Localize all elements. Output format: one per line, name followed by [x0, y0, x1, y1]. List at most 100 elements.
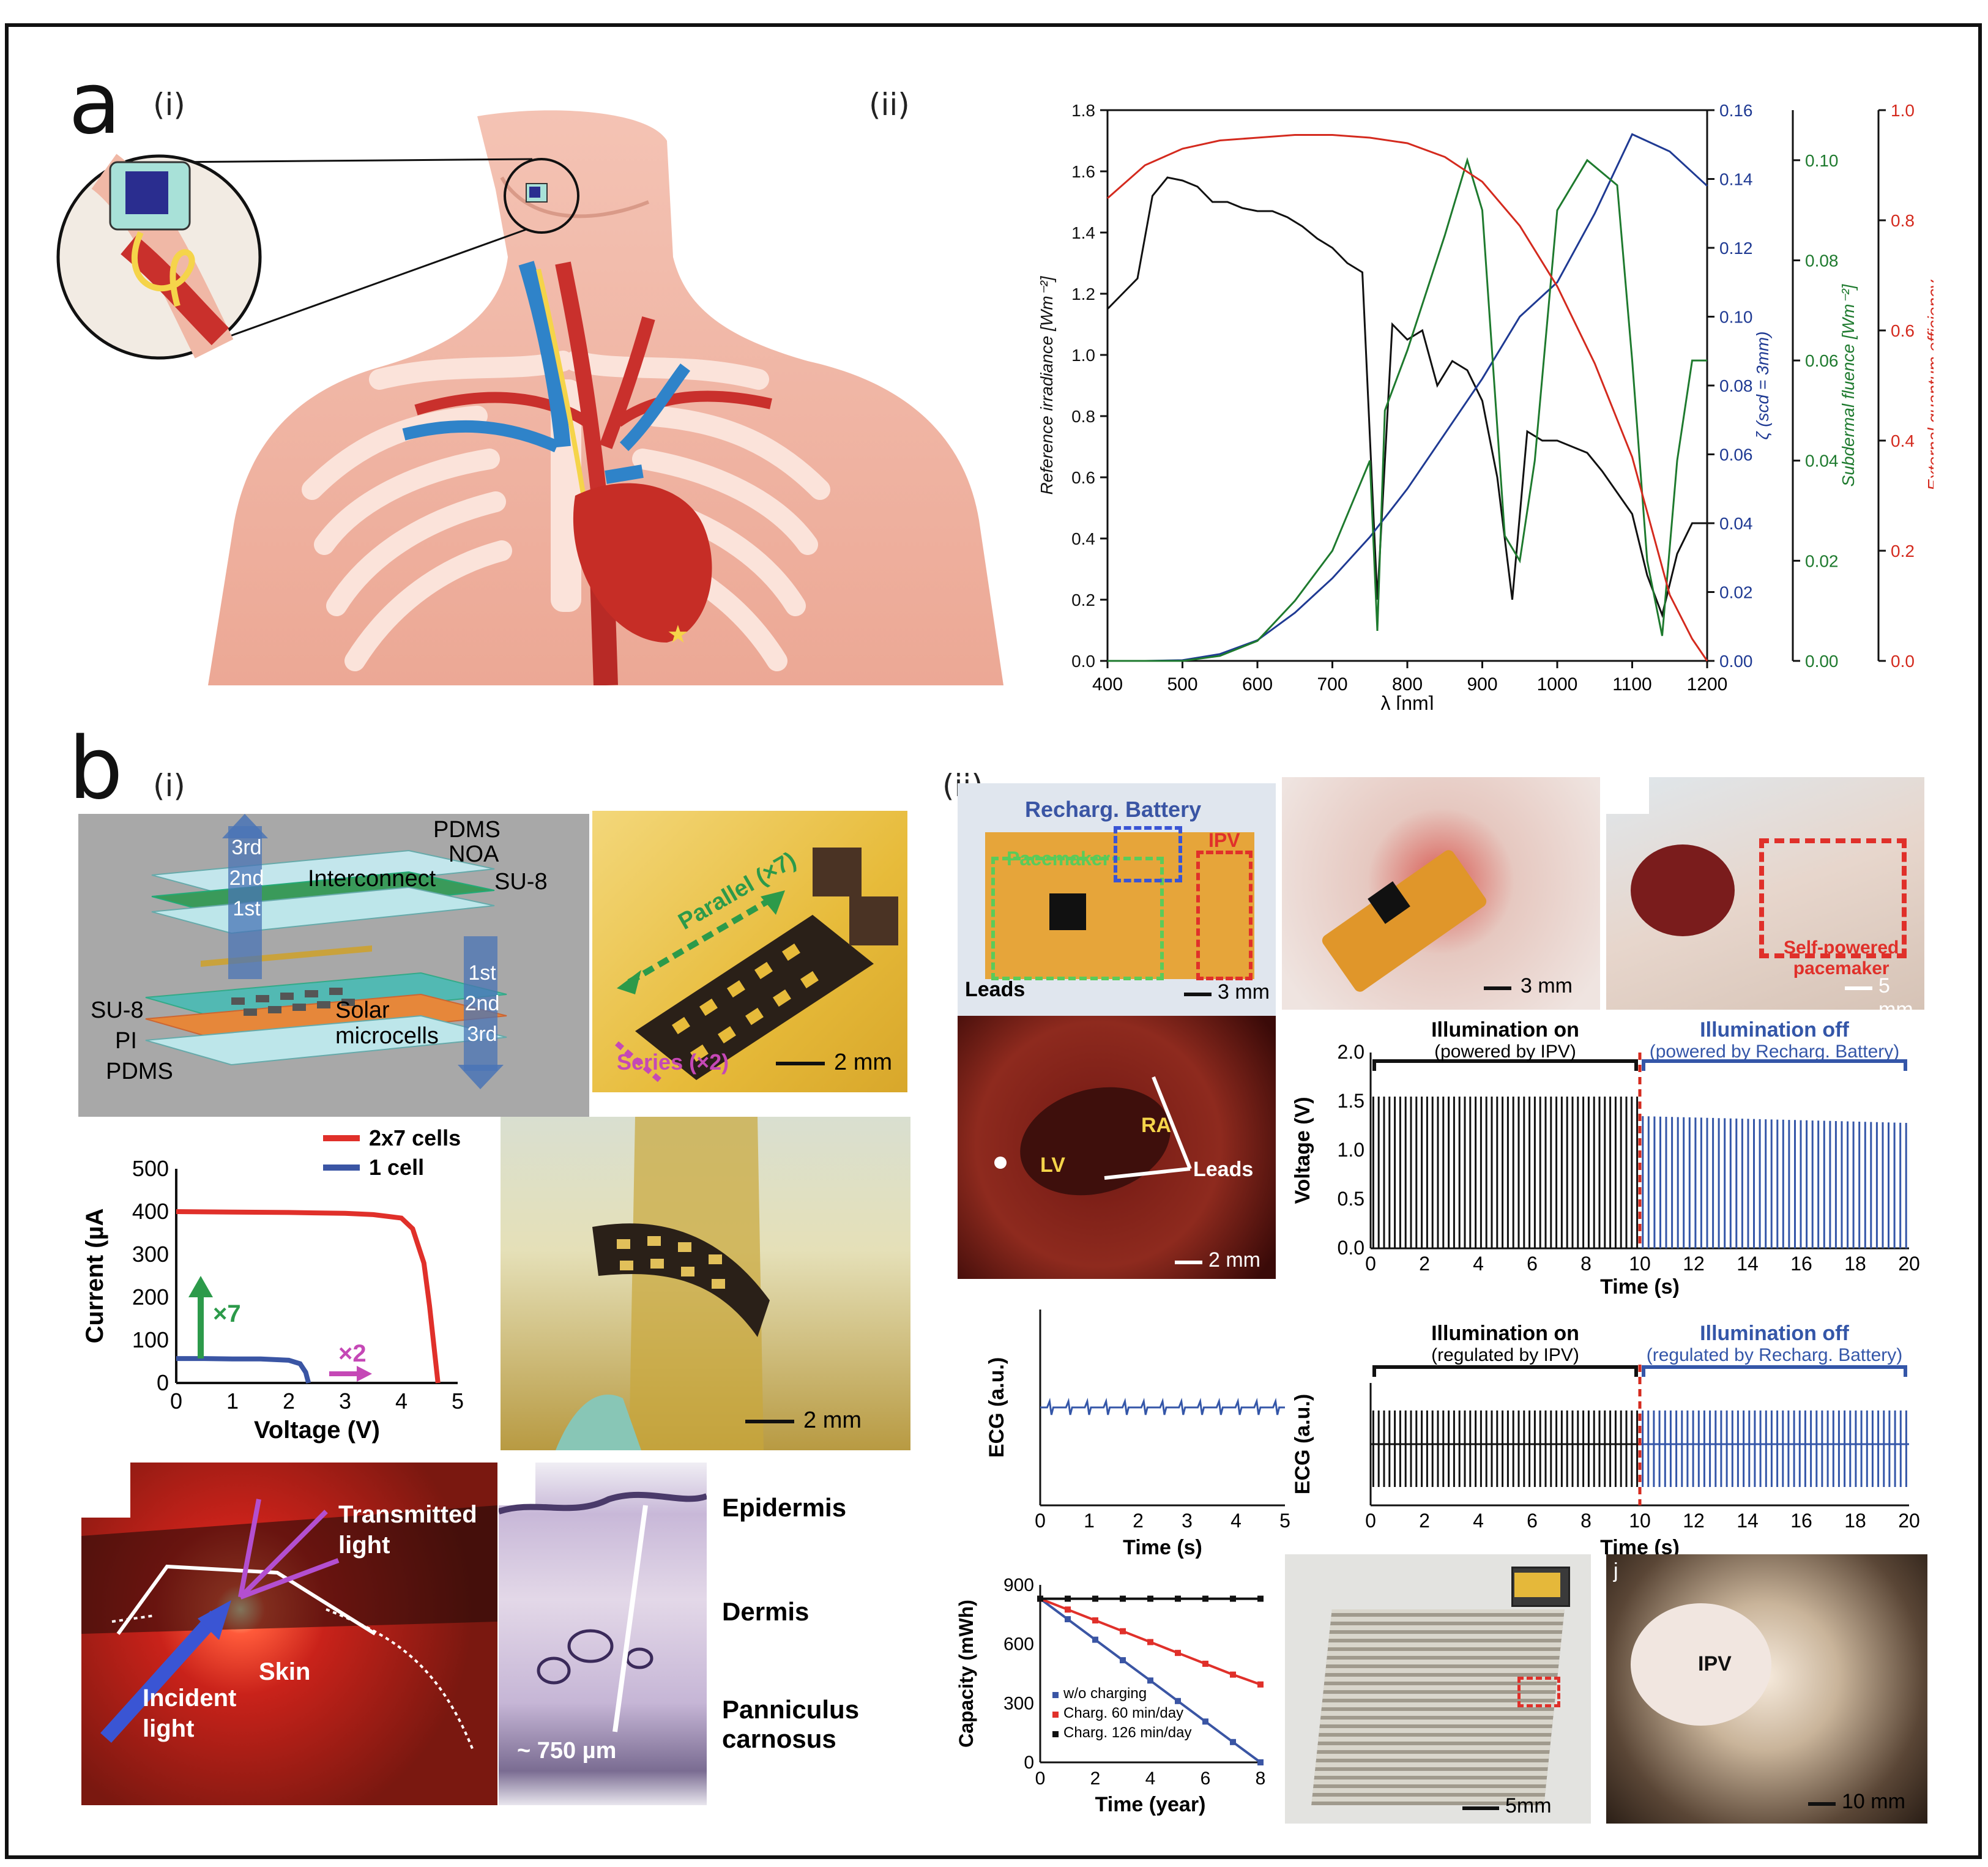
cap-marker: [1092, 1595, 1098, 1602]
volt-label-off: Illumination off: [1700, 1018, 1849, 1042]
skin-light-photo: Transmitted light Skin Incident light: [81, 1463, 497, 1805]
ecg2-x-tick-label: 6: [1527, 1510, 1538, 1532]
spectrum-y-tick-label: 1.0: [1071, 346, 1095, 365]
ecg2-x-tick-label: 0: [1365, 1510, 1376, 1532]
ecg1-x-label: Time (s): [1123, 1536, 1202, 1559]
volt-trace: [1642, 1116, 1907, 1248]
panel-b-sub-i: (i): [153, 768, 185, 803]
cap-marker: [1202, 1718, 1208, 1725]
ecg1-trace: [1040, 1398, 1285, 1415]
ecg2-x-tick-label: 20: [1898, 1510, 1920, 1532]
iv-x2-arrowhead: [357, 1366, 372, 1382]
label-skin: Skin: [259, 1658, 311, 1685]
circuit-scale-bar: [1184, 993, 1212, 996]
ecg2-x-tick-label: 8: [1580, 1510, 1592, 1532]
spectrum-y-tick-label: 1.4: [1071, 223, 1095, 242]
spectrum-x-tick-label: 1200: [1687, 674, 1728, 695]
volt-y-tick-label: 2.0: [1338, 1041, 1364, 1063]
iv-y-tick-label: 400: [132, 1199, 169, 1224]
ecg2-trace: [1642, 1410, 1907, 1487]
iv-y-tick-label: 100: [132, 1327, 169, 1352]
spectrum-series-line: [1107, 134, 1708, 661]
pacemaker-label: Pacemaker: [1007, 848, 1111, 870]
ra-label: RA: [1141, 1114, 1172, 1137]
spectrum-y-tick-label: 0.2: [1891, 542, 1915, 561]
spectrum-y-tick-label: 0.04: [1719, 514, 1753, 533]
iv-x2-label: ×2: [338, 1340, 367, 1367]
label-incident: Incident: [143, 1685, 237, 1712]
volt-y-tick-label: 0.5: [1338, 1188, 1364, 1210]
iv-y-label: Current (µA: [81, 1209, 108, 1344]
heart-scale-bar: [1175, 1261, 1202, 1264]
self-powered-label: Self-powered: [1784, 937, 1899, 958]
ecg2-bracket: [1642, 1365, 1907, 1377]
cap-marker: [1230, 1671, 1236, 1678]
panel-b-letter: b: [69, 719, 123, 819]
volt-x-tick-label: 4: [1473, 1253, 1484, 1275]
spectrum-y-tick-label: 0.04: [1805, 452, 1839, 471]
mouse-scale-label: 10 mm: [1842, 1790, 1905, 1813]
ecg2-x-tick-label: 2: [1419, 1510, 1430, 1532]
spectrum-y-tick-label: 0.2: [1071, 591, 1095, 609]
label-transmitted: Transmitted: [338, 1501, 477, 1528]
cap-marker: [1037, 1595, 1043, 1602]
cap-marker: [1065, 1606, 1071, 1613]
spectrum-y-tick-label: 0.4: [1071, 529, 1095, 548]
array-scale-bar: [1462, 1806, 1499, 1810]
spectrum-y-tick-label: 0.02: [1719, 583, 1753, 602]
iv-legend-label: 2x7 cells: [369, 1125, 461, 1150]
circuit-scale-label: 3 mm: [1218, 980, 1270, 1004]
label-panniculus: Panniculus: [722, 1695, 860, 1724]
stack-left-3rd: 3rd: [231, 836, 262, 859]
cap-legend-swatch: [1052, 1692, 1059, 1698]
cap-x-tick-label: 8: [1256, 1768, 1266, 1789]
cap-marker: [1175, 1697, 1181, 1704]
cap-y-label: Capacity (mWh): [955, 1600, 977, 1748]
volt-x-tick-label: 0: [1365, 1253, 1376, 1275]
stack-left-1st: 1st: [233, 897, 261, 920]
panel-a-sub-i: (i): [153, 87, 185, 122]
series-label: Series (×2): [617, 1049, 729, 1075]
spectrum-y-axis-label: ζ (scd = 3mm): [1753, 331, 1772, 439]
spectrum-y-tick-label: 0.4: [1891, 431, 1915, 450]
bent-scale-bar: [745, 1420, 794, 1423]
device-scale-label: 2 mm: [834, 1049, 892, 1075]
ecg2-label-on: Illumination on: [1431, 1322, 1579, 1345]
cap-legend-label: w/o charging: [1063, 1685, 1147, 1702]
stack-right-3rd: 3rd: [467, 1023, 497, 1046]
iv-x7-arrowhead: [188, 1276, 213, 1297]
label-transmitted-light: light: [338, 1532, 390, 1559]
label-interconnect: Interconnect: [308, 866, 436, 892]
bent-device-photo: 2 mm: [501, 1117, 910, 1450]
cap-marker: [1065, 1616, 1071, 1623]
volt-x-tick-label: 2: [1419, 1253, 1430, 1275]
spectrum-y-tick-label: 0.0: [1891, 652, 1915, 671]
cap-legend-label: Charg. 126 min/day: [1063, 1724, 1191, 1741]
lv-label: LV: [1040, 1153, 1065, 1177]
volt-y-label: Voltage (V): [1291, 1097, 1314, 1204]
volt-bracket: [1642, 1059, 1907, 1071]
volt-x-tick-label: 16: [1790, 1253, 1812, 1275]
iv-x-tick-label: 3: [339, 1388, 351, 1414]
cap-x-tick-label: 2: [1090, 1768, 1101, 1789]
cap-marker: [1092, 1636, 1098, 1643]
device-photo: Parallel (×7) Series (×2) 2 mm: [592, 811, 907, 1092]
iv-y-tick-label: 500: [132, 1156, 169, 1181]
spectrum-y-tick-label: 0.8: [1891, 211, 1915, 230]
label-pi: PI: [115, 1028, 137, 1054]
panel-a-letter: a: [69, 54, 121, 154]
volt-x-tick-label: 8: [1580, 1253, 1592, 1275]
label-pdms-top: PDMS: [433, 817, 501, 843]
mouse-photo: j IPV 10 mm: [1606, 1554, 1927, 1824]
implant-photo: 3 mm: [1282, 777, 1600, 1010]
spectrum-x-tick-label: 800: [1392, 674, 1423, 695]
cap-x-tick-label: 6: [1201, 1768, 1211, 1789]
spectrum-series-line: [1108, 133, 1708, 662]
heart-photo: RA LV Leads 2 mm: [958, 1016, 1276, 1279]
spectrum-y-tick-label: 0.00: [1805, 652, 1839, 671]
spectrum-y-tick-label: 1.6: [1071, 162, 1095, 181]
iv-x-tick-label: 0: [170, 1388, 182, 1414]
spectrum-y-tick-label: 0.6: [1891, 321, 1915, 340]
